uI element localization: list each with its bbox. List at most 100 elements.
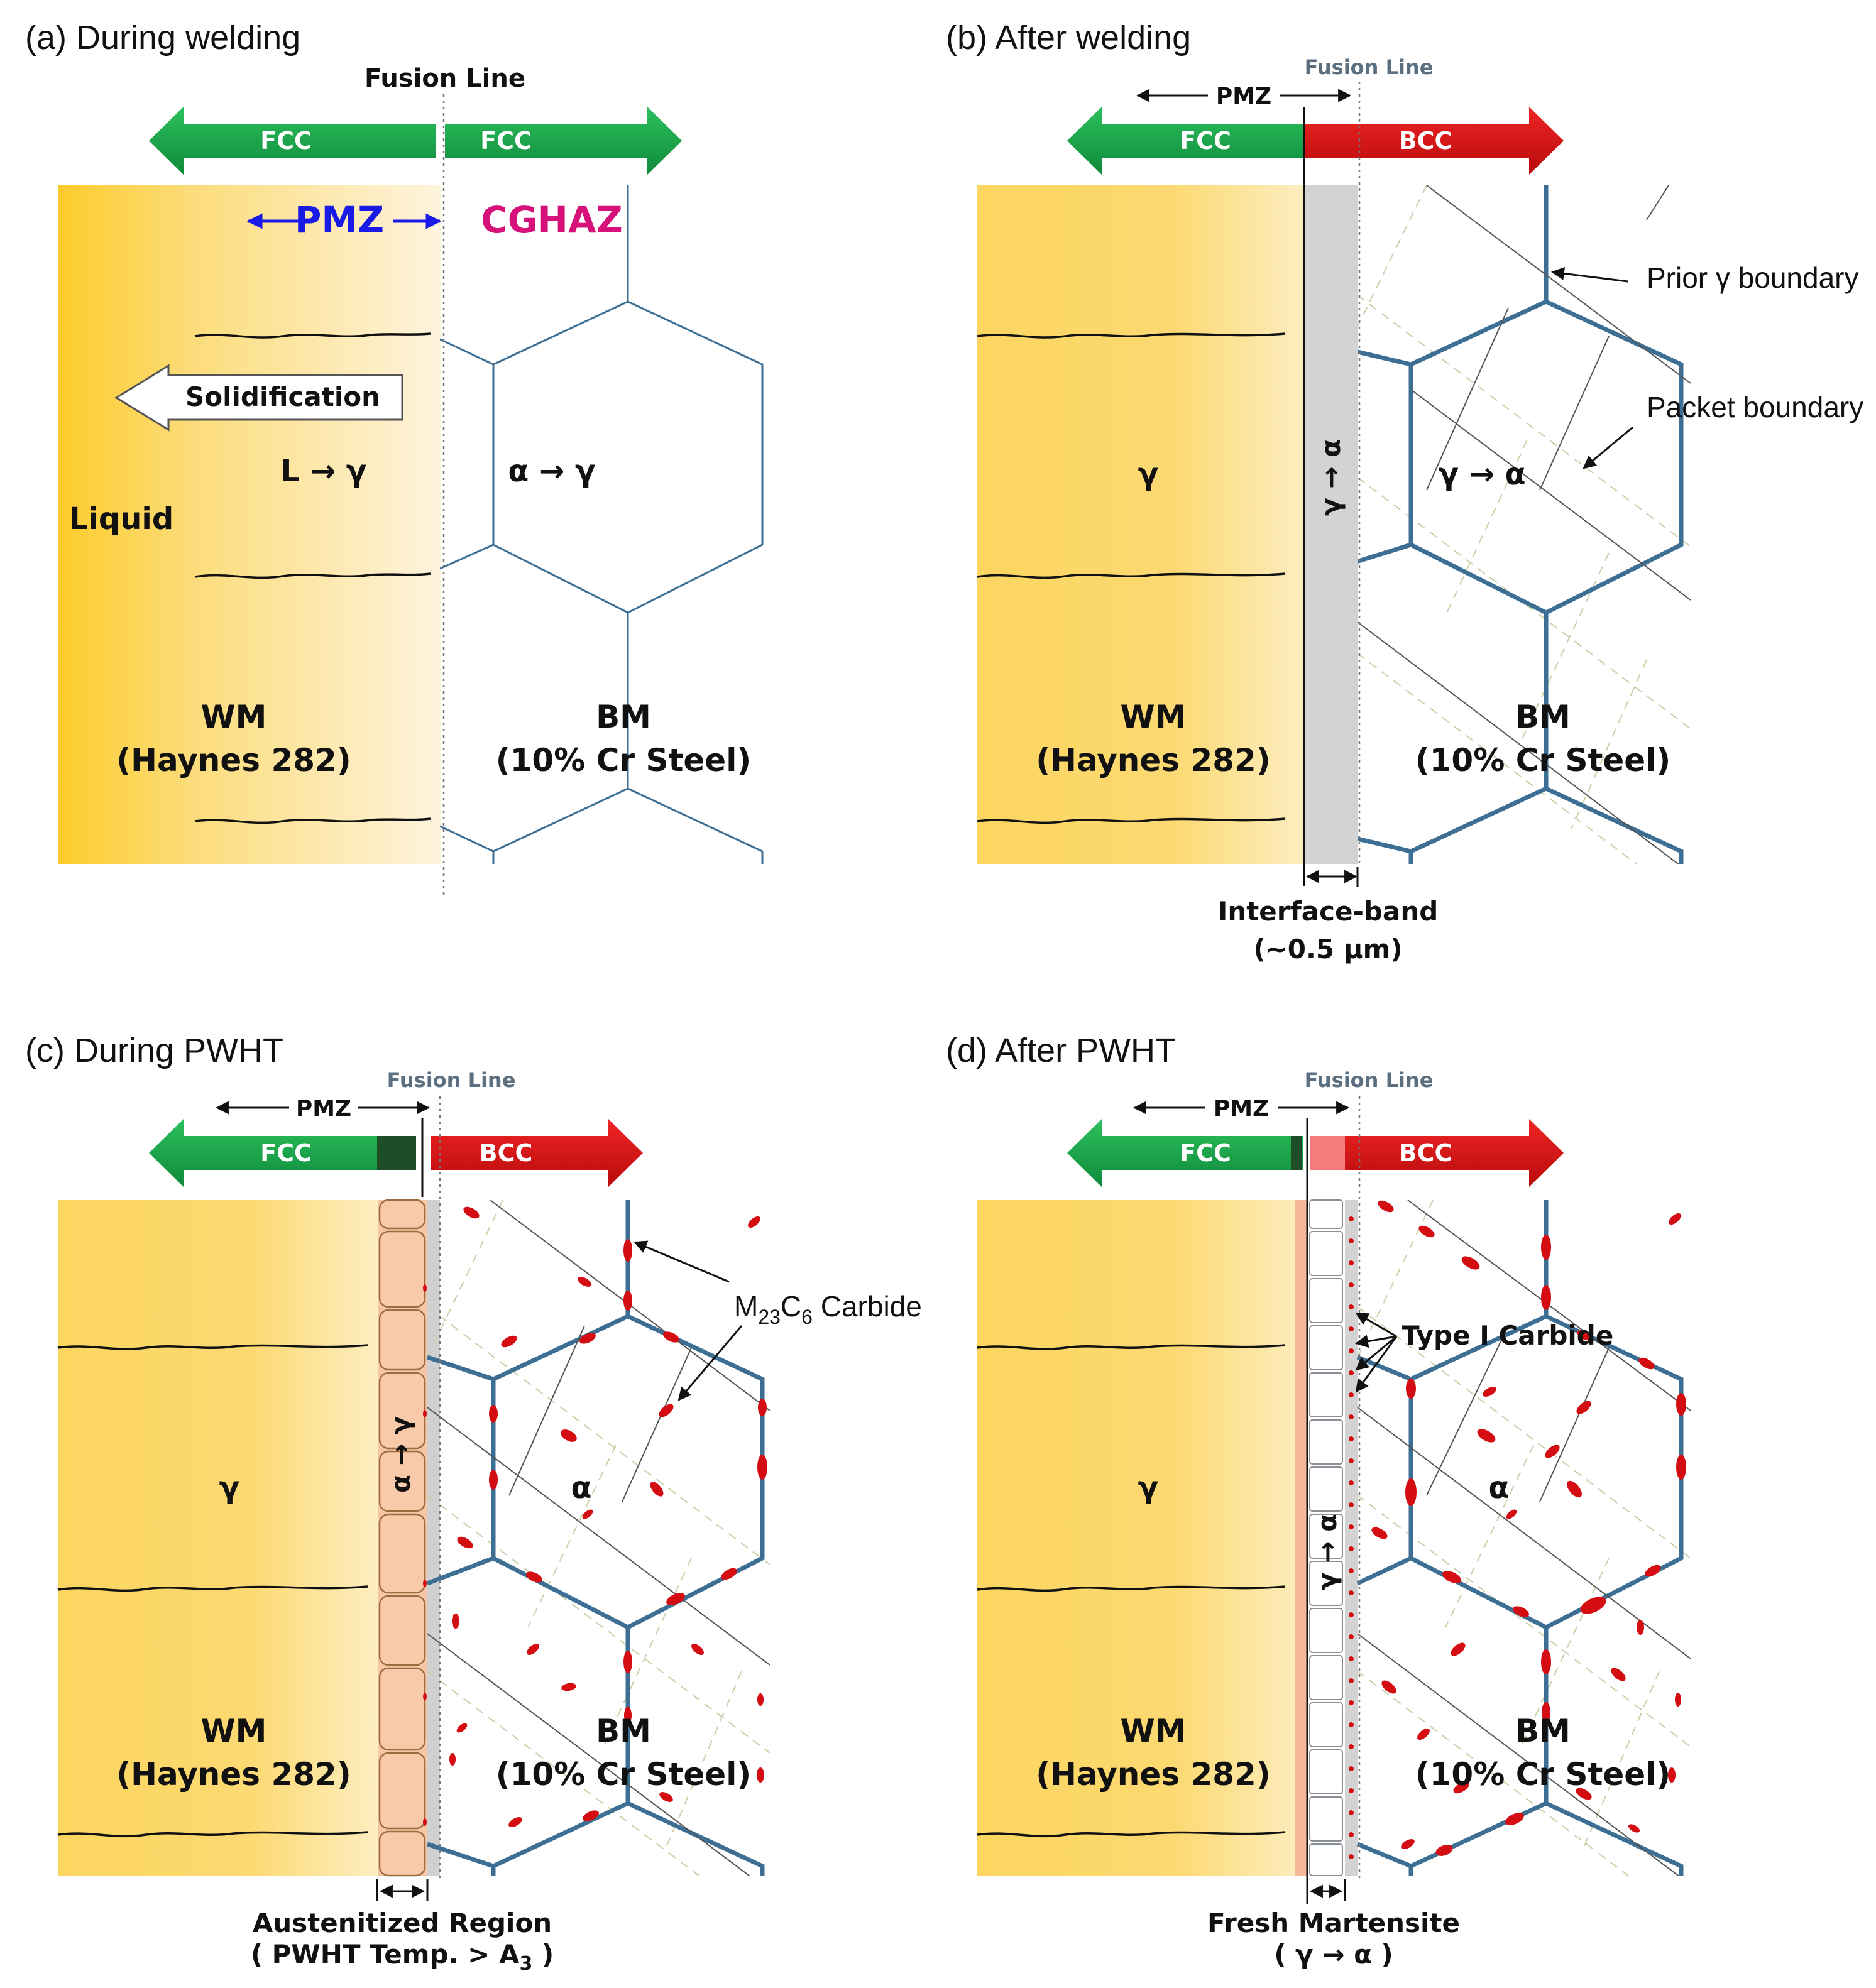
- solidification-arrow: [114, 364, 403, 432]
- wm-alloy-label: (Haynes 282): [116, 1756, 351, 1793]
- carbide: [1567, 1480, 1582, 1498]
- carbide: [1545, 1445, 1560, 1458]
- carbide: [1401, 1839, 1415, 1849]
- carbide: [757, 1455, 767, 1480]
- pmz-label: PMZ: [295, 199, 384, 241]
- carbide: [1451, 1642, 1466, 1656]
- fcc-arrow: [1067, 1119, 1303, 1187]
- fcc-right-label: FCC: [480, 127, 532, 155]
- bcc-label: BCC: [480, 1139, 533, 1167]
- solidification-boundary: [977, 332, 1286, 339]
- carbide: [1453, 1781, 1469, 1794]
- carbide: [1541, 1649, 1551, 1674]
- carbide: [1676, 1455, 1686, 1480]
- carbide: [666, 1593, 685, 1605]
- prior-gamma-pointer: [1550, 266, 1628, 283]
- base-metal-grains: [427, 1200, 770, 1876]
- bcc-light-segment: [1310, 1136, 1345, 1170]
- fcc-arrow: [1067, 107, 1303, 175]
- weld-metal-region: [58, 1200, 378, 1876]
- carbide: [423, 1580, 427, 1587]
- weld-metal-region: [977, 1200, 1307, 1876]
- solidification-boundary: [194, 572, 431, 579]
- carbide: [525, 1571, 543, 1583]
- carbide: [662, 1331, 680, 1343]
- base-metal-grains: [1358, 185, 1691, 864]
- panel-after-welding: (b) After welding Fusion Line PMZ FCC BC…: [946, 19, 1863, 964]
- carbide: [1371, 1527, 1388, 1539]
- carbide: [423, 1818, 427, 1826]
- carbide: [623, 1651, 632, 1673]
- carbide: [1645, 1565, 1661, 1577]
- carbide: [1542, 1702, 1550, 1722]
- carbide: [1576, 1788, 1592, 1800]
- carbide: [1442, 1571, 1461, 1583]
- interface-transform-label: γ → α: [1315, 439, 1346, 516]
- carbide: [1417, 1729, 1430, 1740]
- fusion-line-label: Fusion Line: [1305, 55, 1434, 79]
- solidification-boundary: [977, 1344, 1286, 1350]
- bm-alloy-label: (10% Cr Steel): [496, 742, 751, 778]
- bm-label: BM: [1515, 699, 1571, 735]
- fcc-arrow-left: [149, 107, 436, 175]
- gamma-label: γ: [1138, 1470, 1159, 1505]
- carbide: [527, 1644, 539, 1655]
- packet-pointer: [1583, 426, 1633, 469]
- bm-label: BM: [596, 1713, 651, 1749]
- interface-band-dimension: [1305, 867, 1359, 887]
- base-metal-grains: [1356, 1200, 1691, 1876]
- carbide: [650, 1482, 664, 1497]
- bcc-label: BCC: [1399, 127, 1452, 155]
- carbide: [1669, 1213, 1681, 1225]
- carbide: [757, 1693, 764, 1706]
- carbide: [463, 1206, 480, 1219]
- fcc-arrow-right: [445, 107, 682, 175]
- m23c6-carbide-label: M23C6 Carbide: [734, 1290, 922, 1328]
- austenitized-dimension: [376, 1879, 429, 1901]
- carbide: [1611, 1668, 1626, 1681]
- alpha-label: α: [571, 1470, 592, 1505]
- carbide: [1541, 1235, 1551, 1260]
- carbide: [1405, 1478, 1417, 1506]
- carbide: [748, 1216, 760, 1228]
- carbide: [582, 1509, 593, 1519]
- carbide: [1418, 1225, 1435, 1238]
- carbide: [1378, 1200, 1394, 1213]
- carbide: [579, 1333, 596, 1344]
- fresh-martensite-transform: ( γ → α ): [1274, 1939, 1393, 1970]
- panel-c-title: (c) During PWHT: [25, 1032, 283, 1069]
- carbide: [623, 1239, 632, 1262]
- panel-b-title: (b) After welding: [946, 19, 1191, 57]
- bm-label: BM: [596, 699, 651, 735]
- solidification-boundary: [194, 332, 431, 339]
- solidification-boundary: [57, 1585, 368, 1592]
- panel-d-title: (d) After PWHT: [946, 1032, 1176, 1069]
- carbide: [1477, 1429, 1496, 1443]
- austenitized-region-label: Austenitized Region: [253, 1908, 552, 1938]
- panel-during-pwht: (c) During PWHT Fusion Line PMZ FCC BCC: [25, 1032, 922, 1975]
- pmz-dark-segment: [377, 1136, 416, 1170]
- prior-gamma-boundary-label: Prior γ boundary: [1647, 261, 1859, 294]
- bm-alloy-label: (10% Cr Steel): [1415, 742, 1670, 778]
- pmz-label: PMZ: [1214, 1096, 1269, 1122]
- carbide-particles: [1371, 1200, 1686, 1856]
- carbide: [1381, 1680, 1396, 1694]
- bcc-arrow: [1304, 107, 1564, 175]
- carbide: [561, 1683, 576, 1691]
- carbide: [757, 1767, 764, 1783]
- liquid-label: Liquid: [69, 501, 173, 537]
- wm-alloy-label: (Haynes 282): [1036, 1756, 1270, 1793]
- fusion-line-label: Fusion Line: [1305, 1068, 1434, 1092]
- fcc-left-label: FCC: [260, 127, 312, 155]
- fresh-martensite-transform-label: γ → α: [1312, 1514, 1342, 1590]
- carbide-pointer: [634, 1240, 730, 1283]
- austenitized-transform-label: α → γ: [385, 1416, 416, 1493]
- panel-during-welding: (a) During welding Fusion Line FCC FCC P…: [25, 19, 764, 895]
- solidification-boundary: [194, 817, 431, 824]
- gamma-label: γ: [1138, 457, 1159, 492]
- solidification-boundary: [57, 1344, 368, 1350]
- carbide: [1668, 1767, 1676, 1783]
- carbide: [1637, 1620, 1644, 1635]
- solidification-boundary: [977, 572, 1286, 579]
